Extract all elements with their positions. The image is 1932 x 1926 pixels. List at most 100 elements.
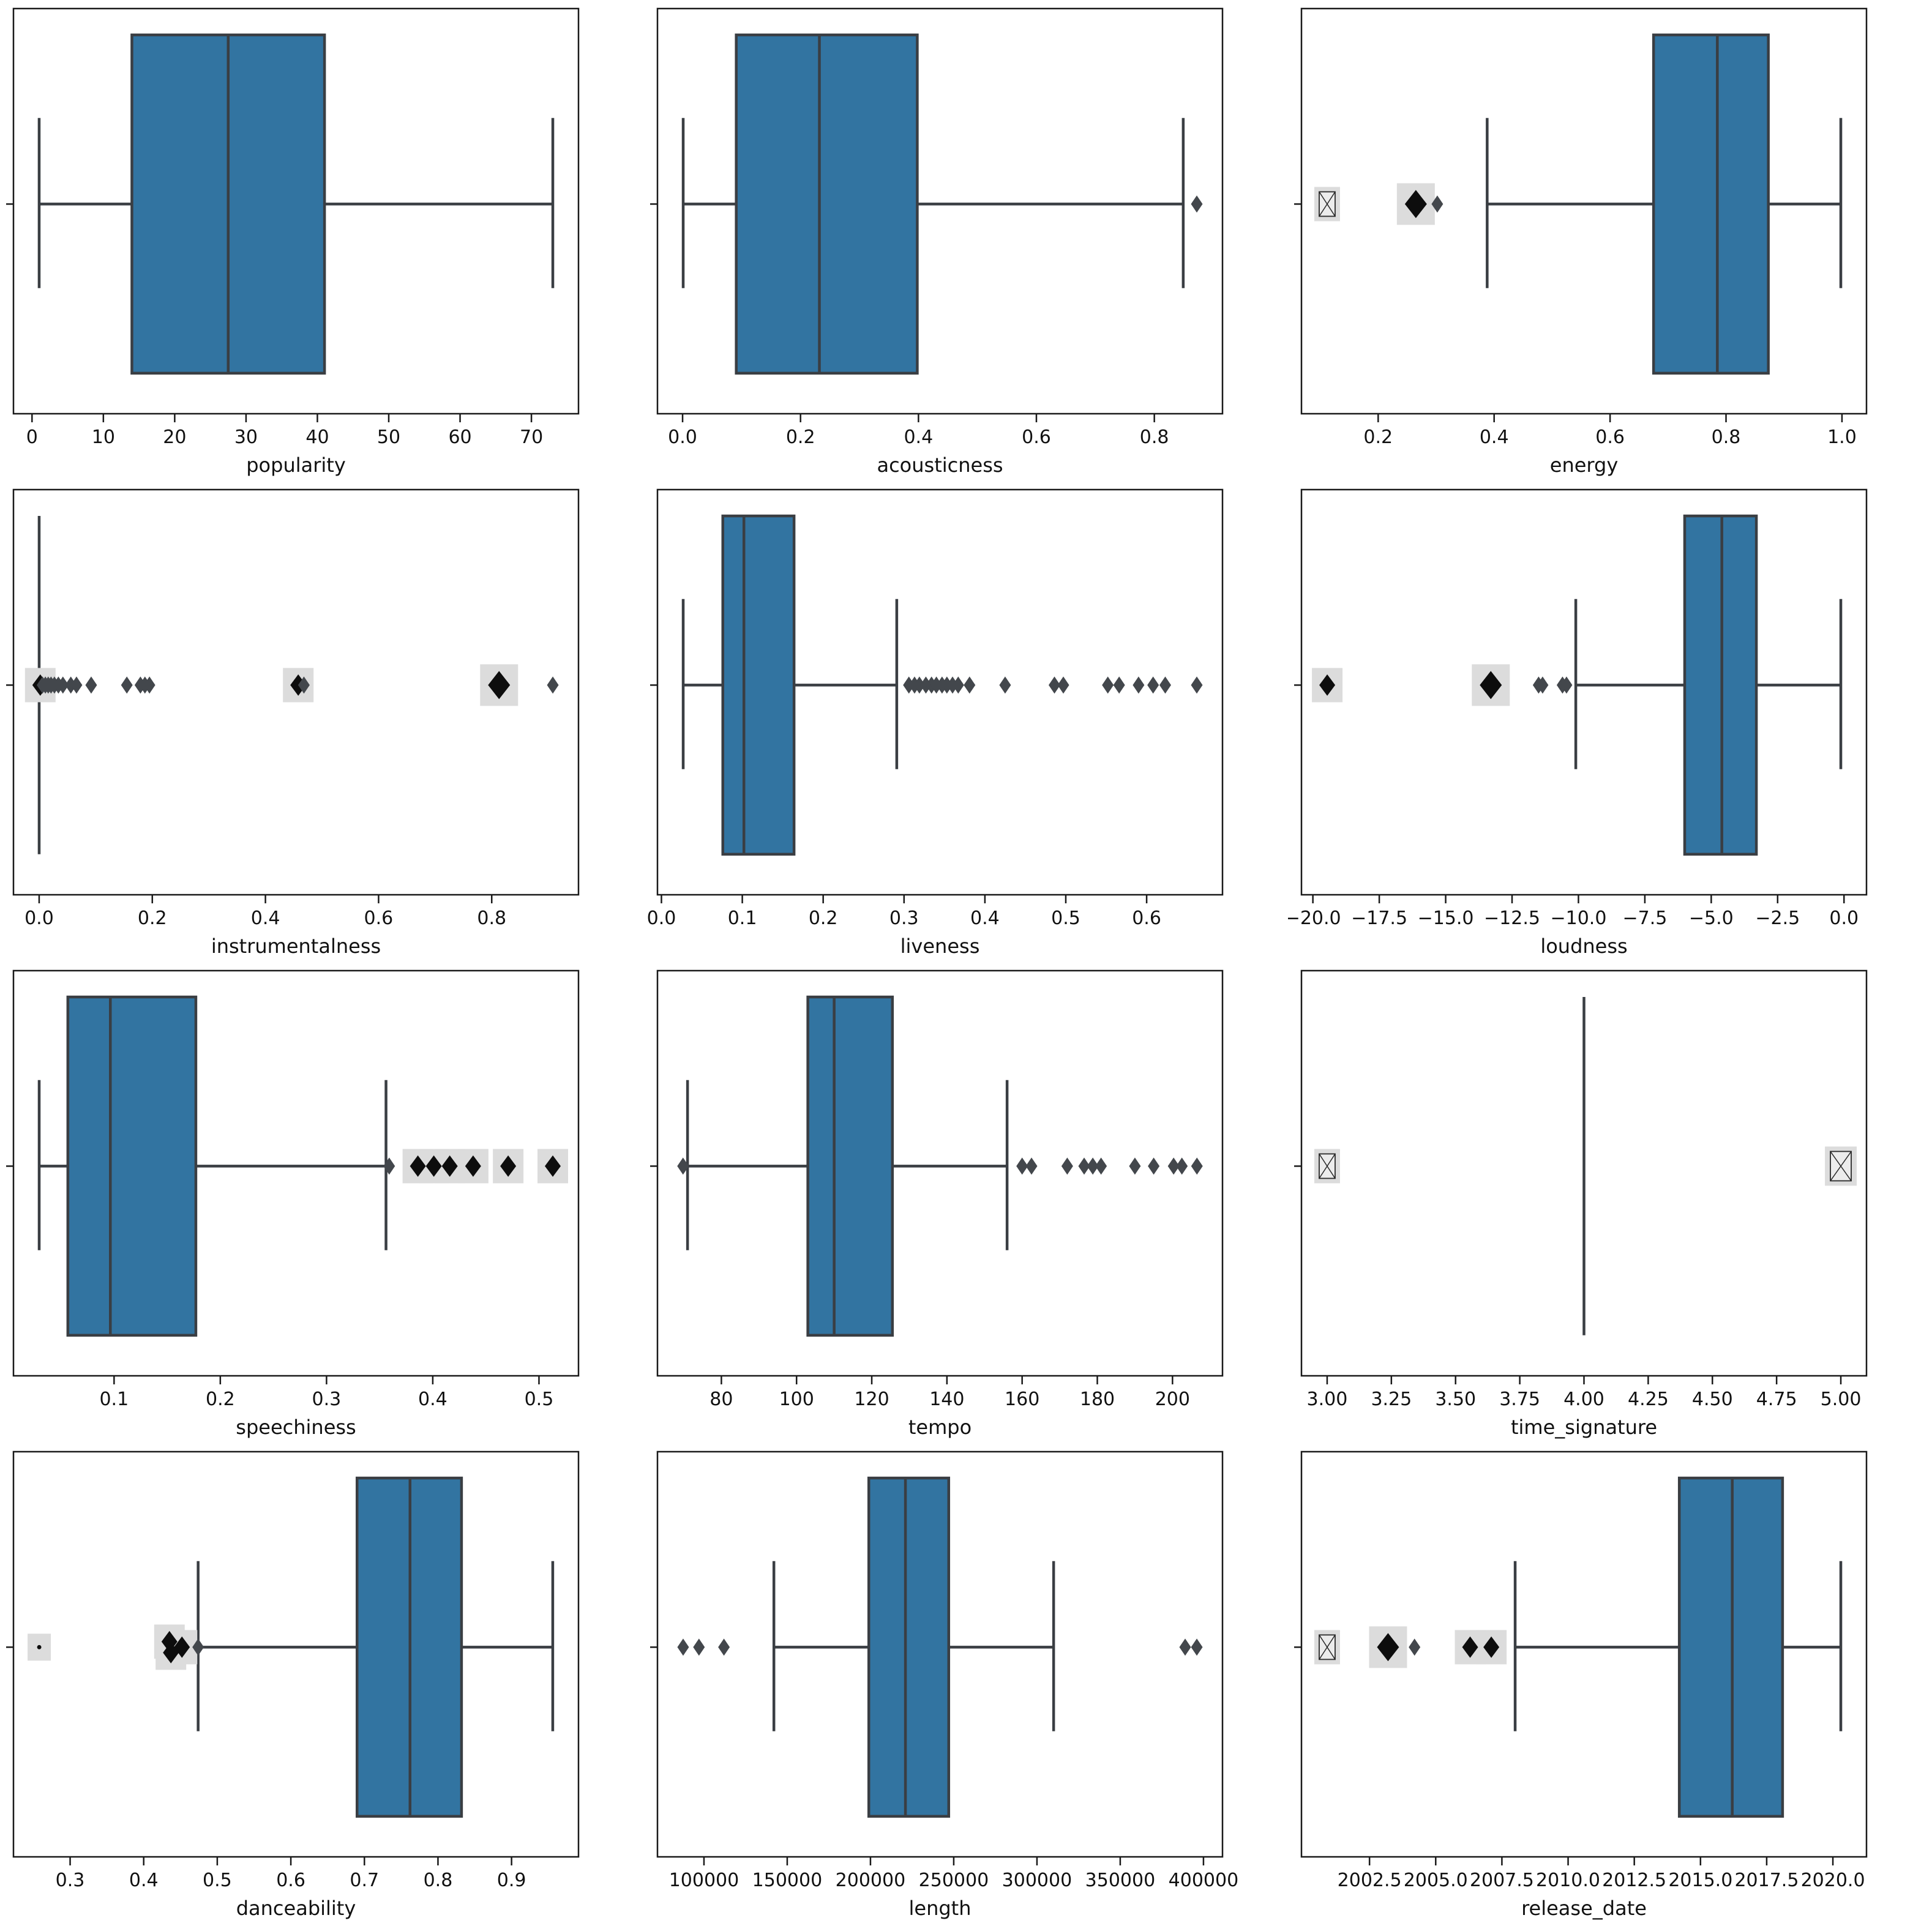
x-tick-label: 20 <box>163 427 186 448</box>
outlier-crossbox-diag <box>1830 1151 1852 1181</box>
outlier-diamond <box>1159 676 1171 694</box>
x-tick-label: 150000 <box>752 1870 823 1891</box>
x-tick-label: 0.4 <box>418 1389 447 1410</box>
outlier-diamond <box>1191 1157 1203 1175</box>
x-tick-label: 0.2 <box>206 1389 235 1410</box>
outlier-diamond <box>465 1155 481 1177</box>
outlier-diamond <box>1560 676 1573 694</box>
x-tick-label: 2012.5 <box>1602 1870 1666 1891</box>
x-tick-label: 0.2 <box>786 427 815 448</box>
x-tick-label: 2002.5 <box>1338 1870 1402 1891</box>
iqr-box <box>721 514 796 856</box>
outlier-diamond <box>192 1638 204 1656</box>
x-tick-label: 70 <box>520 427 543 448</box>
outlier-diamond <box>1191 676 1203 694</box>
outlier-diamond <box>500 1155 517 1177</box>
outlier-crossbox-diag <box>1319 1635 1336 1660</box>
x-tick-label: 0.6 <box>276 1870 305 1891</box>
plot-area <box>656 969 1224 1377</box>
x-tick-label: 2020.0 <box>1801 1870 1865 1891</box>
outlier-diamond <box>70 676 83 694</box>
x-tick-label: 0.0 <box>647 908 676 929</box>
x-tick-label: 0.8 <box>1140 427 1169 448</box>
outlier-diamond <box>1167 1157 1180 1175</box>
outlier-diamond <box>1025 1157 1038 1175</box>
x-tick-label: 50 <box>377 427 400 448</box>
x-tick-label: 140 <box>929 1389 964 1410</box>
x-tick-label: 200000 <box>836 1870 906 1891</box>
x-tick-label: 0.3 <box>889 908 919 929</box>
x-tick-label: 3.25 <box>1371 1389 1412 1410</box>
outlier-dot <box>37 1644 42 1649</box>
x-tick-label: 0.6 <box>1132 908 1161 929</box>
x-tick-label: −15.0 <box>1418 908 1474 929</box>
outlier-diamond <box>547 676 559 694</box>
x-tick-label: 80 <box>710 1389 733 1410</box>
outlier-diamond <box>143 676 155 694</box>
x-tick-label: 0.5 <box>203 1870 232 1891</box>
outlier-diamond <box>677 1157 689 1175</box>
iqr-box <box>66 995 198 1337</box>
x-tick-label: 0.4 <box>129 1870 159 1891</box>
x-tick-label: 0.3 <box>56 1870 85 1891</box>
outlier-diamond <box>1061 1157 1073 1175</box>
outlier-diamond <box>545 1155 561 1177</box>
outlier-diamond <box>1191 195 1203 213</box>
x-tick-label: 40 <box>305 427 329 448</box>
x-tick-label: 3.75 <box>1499 1389 1540 1410</box>
outlier-diamond <box>57 676 69 694</box>
x-tick-label: 30 <box>234 427 258 448</box>
plot-area <box>12 1450 580 1858</box>
x-tick-label: 0.8 <box>424 1870 453 1891</box>
x-tick-label: 120 <box>854 1389 889 1410</box>
x-tick-label: 0.5 <box>1051 908 1080 929</box>
x-tick-label: −17.5 <box>1351 908 1407 929</box>
x-tick-label: 0.9 <box>497 1870 526 1891</box>
x-tick-label: −2.5 <box>1755 908 1800 929</box>
x-tick-label: −10.0 <box>1550 908 1606 929</box>
iqr-box <box>1652 33 1770 375</box>
outlier-diamond <box>488 671 511 700</box>
outlier-diamond <box>1129 1157 1141 1175</box>
outlier-diamond <box>1087 1157 1099 1175</box>
x-tick-label: 4.25 <box>1628 1389 1669 1410</box>
outlier-diamond <box>1113 676 1125 694</box>
iqr-box <box>735 33 919 375</box>
iqr-box <box>867 1476 951 1818</box>
x-tick-label: 0.7 <box>350 1870 379 1891</box>
outlier-diamond <box>1409 1638 1421 1656</box>
outlier-diamond <box>441 1155 458 1177</box>
outlier-diamond <box>1480 671 1502 700</box>
x-axis-label: length <box>909 1897 972 1920</box>
outlier-diamond <box>1176 1157 1188 1175</box>
outlier-diamond <box>1095 1157 1107 1175</box>
x-tick-label: 400000 <box>1169 1870 1239 1891</box>
outlier-diamond <box>964 676 976 694</box>
x-tick-label: 0.2 <box>809 908 838 929</box>
x-axis-label: release_date <box>1521 1897 1647 1920</box>
x-axis-label: popularity <box>246 454 346 477</box>
x-tick-label: 0.3 <box>312 1389 342 1410</box>
outlier-diamond <box>1057 676 1069 694</box>
outlier-diamond <box>718 1638 730 1656</box>
outlier-diamond <box>383 1157 395 1175</box>
outlier-diamond <box>174 1636 190 1658</box>
outlier-diamond <box>913 676 926 694</box>
x-tick-label: 4.50 <box>1692 1389 1733 1410</box>
